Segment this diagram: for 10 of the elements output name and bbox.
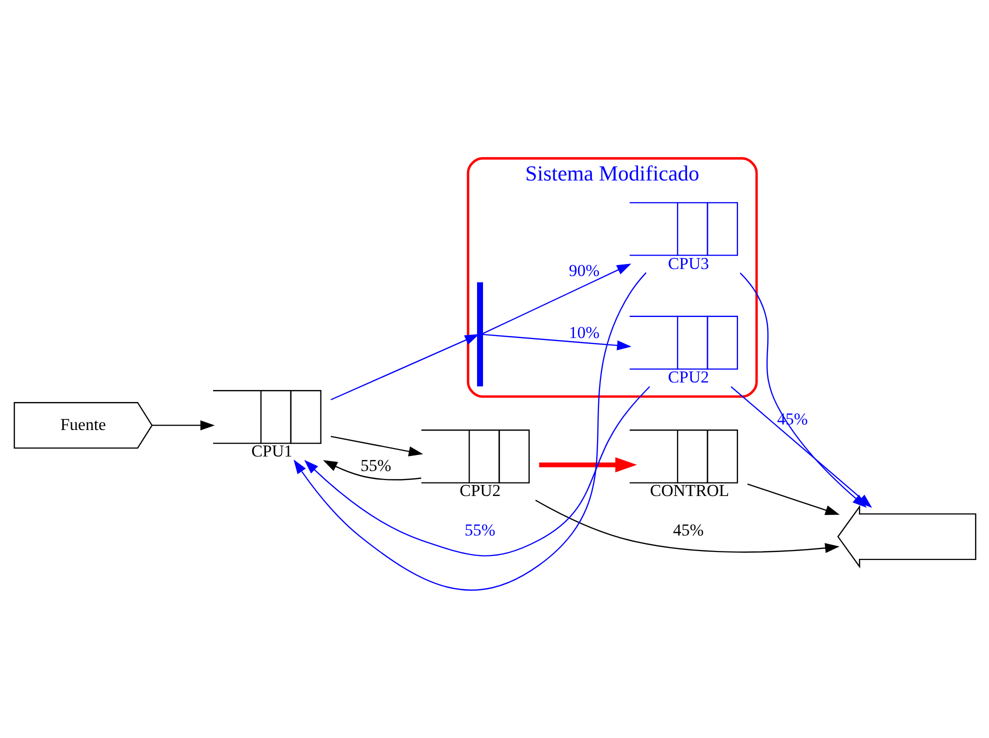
node-label: CONTROL xyxy=(650,480,729,500)
node-label: CPU2 xyxy=(667,366,708,386)
edge-label: 90% xyxy=(568,260,600,280)
edge-label: 55% xyxy=(464,520,495,540)
edge-label: 55% xyxy=(360,456,391,475)
edge-label: 45% xyxy=(672,520,704,540)
node-label: CPU1 xyxy=(250,441,292,460)
node-label: CPU3 xyxy=(667,253,708,272)
edge-label: 10% xyxy=(568,322,600,342)
node-label: CPU2 xyxy=(459,480,500,500)
